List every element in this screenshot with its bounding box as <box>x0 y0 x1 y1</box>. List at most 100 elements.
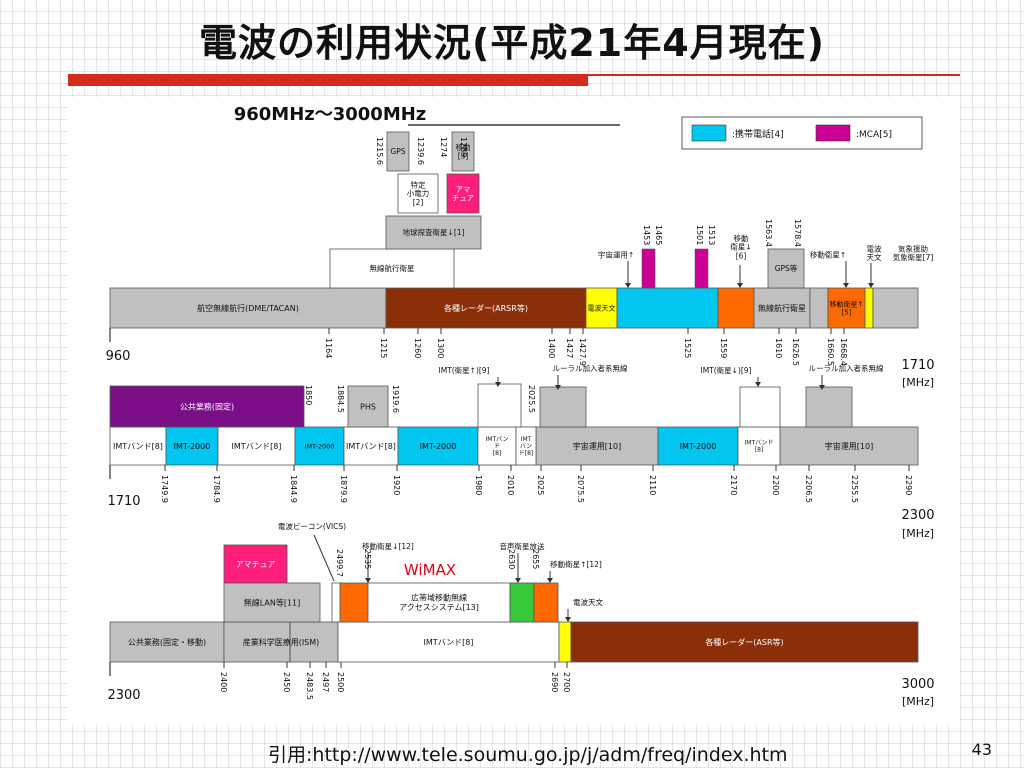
row2-bottom-tick-1: 1784.9 <box>212 475 221 503</box>
row3-annot-arrow-4-head <box>565 617 571 622</box>
row2-band-narrow-a <box>477 426 517 466</box>
row2-band-narrow-b <box>515 426 537 466</box>
row2-band-0 <box>109 426 167 466</box>
row2-annot-1: ルーラル加入者系無線 <box>553 363 628 373</box>
row1-mca-bar-1 <box>694 248 709 289</box>
row2-unit: [MHz] <box>902 527 934 540</box>
row2-band-narrow-c <box>737 426 781 466</box>
row2-band-narrow-c-label-line-1: [8] <box>755 447 764 454</box>
row1-annot-1-line-2: [6] <box>736 251 747 260</box>
row1-annot-4-line-1: 気象衛星[7] <box>893 252 934 262</box>
row2-annot-arrow-1-head <box>555 385 561 390</box>
row1-bottom-tick-10: 1626.5 <box>791 338 800 366</box>
row2-band-5 <box>397 426 479 466</box>
row2-band-narrow-a-label-line-0: IMTバン <box>486 436 509 443</box>
legend-box <box>681 116 923 150</box>
row1-band-7 <box>827 287 866 329</box>
row1-top-tick-1: 1239.6 <box>416 137 425 165</box>
row2-band-label-4-line-0: IMTバンド[8] <box>346 442 396 451</box>
row1-annot-3-line-0: 電波 <box>867 243 882 253</box>
row2-bottom-tick-11: 2200 <box>771 475 780 495</box>
row2-band-label-9-line-0: IMT-2000 <box>680 442 717 451</box>
row1-upper-label-5-line-1: チュア <box>452 193 474 202</box>
row3-bottom-tick-2: 2483.5 <box>305 672 314 700</box>
row3-bottom-tick-4: 2500 <box>336 672 345 692</box>
row2-top-tick-0: 1850 <box>304 385 313 405</box>
row2-bottom-tick-6: 2010 <box>506 475 515 495</box>
row3-annot-3: 移動衛星↑[12] <box>550 559 602 569</box>
row2-band-2 <box>217 426 296 466</box>
row1-upper-label-4-line-1: [3] <box>458 151 469 160</box>
row3-top-tick-2: 2630 <box>507 549 516 569</box>
row2-bottom-tick-7: 2025 <box>536 475 545 495</box>
row2-bottom-tick-5: 1980 <box>474 475 483 495</box>
row1-annot-4-line-0: 気象援助 <box>898 243 928 253</box>
row1-upper-label-1-line-0: 地球探査衛星↓[1] <box>403 227 465 237</box>
row1-annot-1-line-0: 移動 <box>734 233 749 243</box>
row3-upper-box-0 <box>223 544 288 584</box>
row2-annot-arrow-0-head <box>495 382 501 387</box>
row3-top-tick-0: 2499.7 <box>335 549 344 577</box>
row1-bottom-tick-12: 1668.4 <box>839 338 848 366</box>
row1-bottom-tick-3: 1300 <box>436 338 445 358</box>
row2-band-label-0-line-0: IMTバンド[8] <box>113 442 163 451</box>
row2-top-tick-3: 2025.5 <box>527 385 536 413</box>
row1-band-6 <box>809 287 829 329</box>
row1-band-8 <box>864 287 874 329</box>
row1-annot-2-line-0: 移動衛星↑ <box>810 250 846 260</box>
row3-annot-1: 移動衛星↓[12] <box>362 541 414 551</box>
row2-annot-arrow-3-head <box>819 385 825 390</box>
legend-label-0: :携帯電話[4] <box>732 128 784 140</box>
row1-bottom-tick-8: 1559 <box>719 338 728 358</box>
row1-band-4 <box>717 287 755 329</box>
row3-upper-box-3 <box>367 582 511 623</box>
row1-bottom-tick-4: 1400 <box>547 338 556 358</box>
row1-band-label-5-line-0: 無線航行衛星 <box>758 303 806 313</box>
row1-bottom-tick-7: 1525 <box>683 338 692 358</box>
row2-bottom-tick-13: 2255.5 <box>850 475 859 503</box>
row3-bottom-tick-0: 2400 <box>219 672 228 692</box>
row1-band-label-1-line-0: 各種レーダー(ARSR等) <box>444 303 528 313</box>
row3-annot-2: 音声衛星放送 <box>500 541 545 551</box>
row2-band-label-1-line-0: IMT-2000 <box>174 442 211 451</box>
row3-bottom-tick-3: 2497 <box>321 672 330 692</box>
row2-annot-arrow-2-head <box>755 382 761 387</box>
diagram-title: 960MHz〜3000MHz <box>234 104 427 125</box>
row1-upper-label-2-line-1: 小電力 <box>407 188 430 198</box>
row1-top-tick-8: 1563.4 <box>764 219 773 247</box>
citation[interactable]: 引用:http://www.tele.soumu.go.jp/j/adm/fre… <box>268 744 788 766</box>
row3-upper-label-3-line-0: 広帯域移動無線 <box>411 593 467 603</box>
row2-upper-label-1-line-0: PHS <box>360 402 376 411</box>
row1-top-tick-0: 1215.6 <box>375 137 384 165</box>
row2-annot-0: IMT(衛星↑)[9] <box>438 365 489 375</box>
row1-annot-1-line-1: 衛星↓ <box>730 242 751 252</box>
row3-band-label-4-line-0: 各種レーダー(ASR等) <box>705 637 783 647</box>
row1-band-label-2-line-0: 電波天文 <box>588 303 616 312</box>
row2-bottom-tick-14: 2290 <box>904 475 913 495</box>
row1-bottom-tick-9: 1610 <box>774 338 783 358</box>
row1-band-3 <box>616 287 719 329</box>
row3-strip-vics <box>331 582 341 623</box>
legend-label-1: :MCA[5] <box>856 130 892 140</box>
row1-bottom-tick-1: 1215 <box>379 338 388 358</box>
row3-annot-arrow-2-head <box>515 578 521 583</box>
row2-upper-label-0-line-0: 公共業務(固定) <box>180 401 234 411</box>
legend-swatch-0 <box>691 124 727 142</box>
row2-top-tick-2: 1919.6 <box>391 385 400 413</box>
row2-band-1 <box>165 426 219 466</box>
row1-upper-label-2-line-0: 特定 <box>411 180 426 190</box>
row3-band-1 <box>223 621 339 663</box>
row1-upper-label-5-line-0: アマ <box>456 185 471 194</box>
row3-upper-label-1-line-0: 無線LAN等[11] <box>244 597 301 607</box>
row2-band-narrow-a-label-line-2: [8] <box>493 450 502 457</box>
row2-band-narrow-b-label-line-0: IMT <box>521 436 532 443</box>
legend-swatch-1 <box>815 124 851 142</box>
row2-band-narrow-c-label-line-0: IMTバンド <box>745 440 774 447</box>
row3-annot-arrow-3-head <box>547 578 553 583</box>
row1-top-tick-9: 1578.4 <box>793 219 802 247</box>
row2-bottom-tick-3: 1879.9 <box>339 475 348 503</box>
row1-upper-label-2-line-2: [2] <box>413 198 424 207</box>
row3-bottom-tick-5: 2690 <box>550 672 559 692</box>
row2-annot-3: ルーラル加入者系無線 <box>809 363 884 373</box>
row3-band-2 <box>337 621 560 663</box>
